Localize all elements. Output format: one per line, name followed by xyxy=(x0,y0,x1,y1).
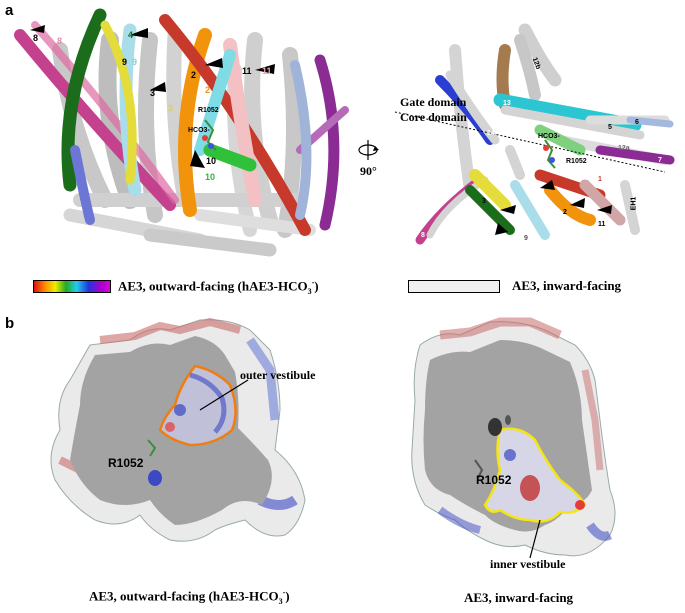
legend-outward-text: AE3, outward-facing (hAE3-HCO xyxy=(118,278,308,294)
helix-label-8-pink: 8 xyxy=(57,36,63,46)
caption-inward: AE3, inward-facing xyxy=(464,590,574,605)
ligand-label-hco3-left: HCO3- xyxy=(188,127,210,134)
helix-label-8-right: 8 xyxy=(421,232,425,239)
caption-outward: AE3, outward-facing (hAE3-HCO3-) xyxy=(89,588,290,606)
rotation-label: 90° xyxy=(360,164,377,178)
ligand-label-r1052-right: R1052 xyxy=(566,158,587,165)
caption-outward-sub: 3 xyxy=(278,596,283,606)
panel-a-letter: a xyxy=(5,2,14,19)
helix-label-12a: 12a xyxy=(618,145,630,152)
caption-outward-text: AE3, outward-facing (hAE3-HCO xyxy=(89,588,279,604)
outer-vestibule-label: outer vestibule xyxy=(240,368,316,382)
residue-label-left: R1052 xyxy=(108,456,144,470)
caption-outward-end: ) xyxy=(285,588,290,604)
helix-label-5: 5 xyxy=(608,124,612,131)
helix-label-2-black: 2 xyxy=(191,70,197,80)
caption-outward-sup: - xyxy=(282,588,286,597)
helix-label-3-yellow: 3 xyxy=(168,103,174,113)
helix-label-1: 1 xyxy=(598,176,602,183)
legend-outward-sup: - xyxy=(311,278,315,287)
helix-label-6: 6 xyxy=(635,119,639,126)
helix-label-3-right: 3 xyxy=(482,198,486,205)
helix-label-2-orange: 2 xyxy=(205,85,211,95)
helix-label-9-black: 9 xyxy=(122,57,128,67)
helix-label-8-black: 8 xyxy=(33,33,39,43)
helix-label-9-cyan: 9 xyxy=(132,57,138,67)
helix-label-7: 7 xyxy=(658,157,662,164)
helix-label-2-right: 2 xyxy=(563,209,567,216)
left-helix-bundle xyxy=(14,8,349,257)
gate-domain-label: Gate domain xyxy=(400,95,467,109)
legend-inward-label: AE3, inward-facing xyxy=(512,278,622,293)
helix-label-10-green: 10 xyxy=(205,172,216,182)
core-domain-label: Core domain xyxy=(400,110,467,124)
helix-label-3-black: 3 xyxy=(150,88,156,98)
helix-label-11-black: 11 xyxy=(242,66,252,76)
helix-label-11-pink: 11 xyxy=(262,66,272,76)
panel-b-letter: b xyxy=(5,315,15,332)
helix-label-4-right: 4 xyxy=(488,228,492,235)
ligand-label-r1052-left: R1052 xyxy=(198,107,219,114)
rotation-icon xyxy=(358,140,379,160)
helix-label-10-black: 10 xyxy=(206,156,217,166)
helix-label-11-right: 11 xyxy=(598,221,606,228)
ligand-label-hco3-right: HCO3- xyxy=(538,133,560,140)
inner-vestibule-label: inner vestibule xyxy=(490,557,566,571)
legend-outward-label: AE3, outward-facing (hAE3-HCO3-) xyxy=(118,278,319,296)
legend-outward-sub: 3 xyxy=(307,286,312,296)
residue-label-right: R1052 xyxy=(476,473,512,487)
right-helix-bundle xyxy=(394,23,675,245)
legend-grey-bar xyxy=(408,280,500,293)
helix-label-14: 14 xyxy=(487,130,495,137)
helix-label-4: 4 xyxy=(128,30,134,40)
legend-outward-end: ) xyxy=(314,278,319,294)
legend-gradient-bar xyxy=(33,280,111,293)
helix-label-13: 13 xyxy=(503,100,511,107)
helix-label-9-right: 9 xyxy=(524,235,528,242)
